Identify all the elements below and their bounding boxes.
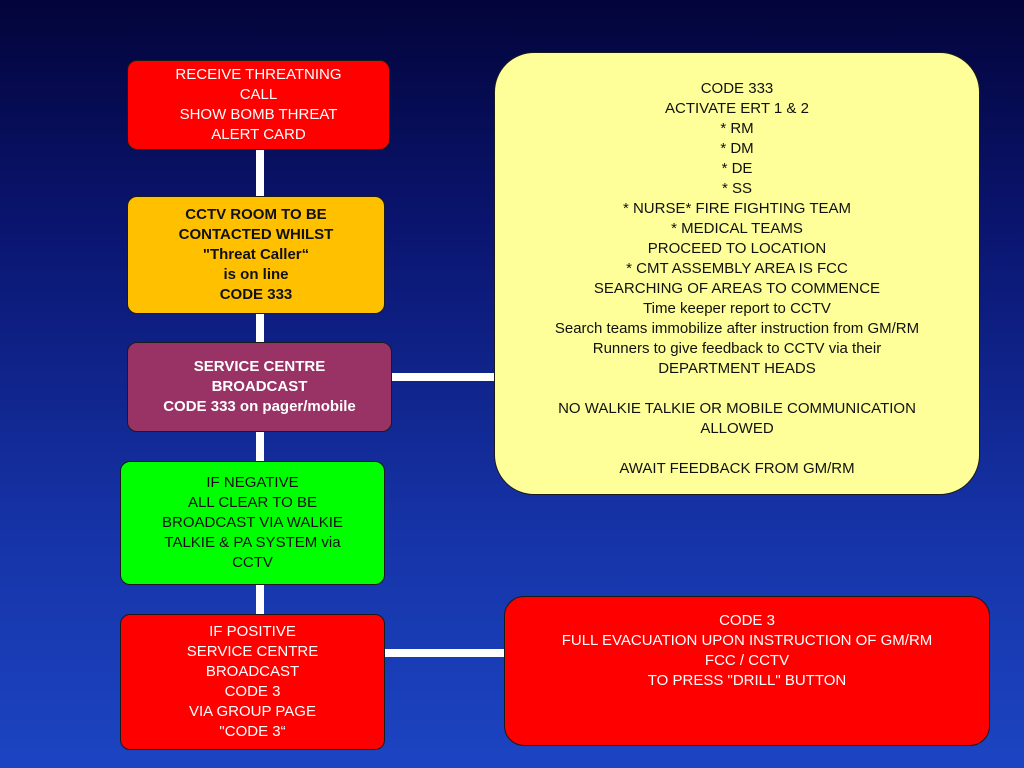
if-negative-text: IF NEGATIVE ALL CLEAR TO BE BROADCAST VI… xyxy=(162,474,343,571)
code-333-panel: CODE 333 ACTIVATE ERT 1 & 2 * RM * DM * … xyxy=(494,52,980,495)
service-centre-box: SERVICE CENTRE BROADCAST CODE 333 on pag… xyxy=(127,342,392,432)
code-3-panel: CODE 3 FULL EVACUATION UPON INSTRUCTION … xyxy=(504,596,990,746)
receive-call-text: RECEIVE THREATNING CALL SHOW BOMB THREAT… xyxy=(175,66,342,143)
if-positive-text: IF POSITIVE SERVICE CENTRE BROADCAST COD… xyxy=(186,623,319,740)
connector-service-to-negative xyxy=(256,432,264,461)
code-333-text: CODE 333 ACTIVATE ERT 1 & 2 * RM * DM * … xyxy=(554,80,920,477)
if-positive-box: IF POSITIVE SERVICE CENTRE BROADCAST COD… xyxy=(120,614,385,750)
connector-receive-to-cctv xyxy=(256,150,264,196)
connector-negative-to-positive xyxy=(256,585,264,614)
connector-cctv-to-service xyxy=(256,314,264,342)
connector-service-to-code333 xyxy=(392,373,494,381)
cctv-room-box: CCTV ROOM TO BE CONTACTED WHILST "Threat… xyxy=(127,196,385,314)
connector-positive-to-code3 xyxy=(385,649,504,657)
code-3-text: CODE 3 FULL EVACUATION UPON INSTRUCTION … xyxy=(561,612,933,689)
service-centre-text: SERVICE CENTRE BROADCAST CODE 333 on pag… xyxy=(163,358,356,415)
cctv-room-text: CCTV ROOM TO BE CONTACTED WHILST "Threat… xyxy=(178,206,334,303)
receive-call-box: RECEIVE THREATNING CALL SHOW BOMB THREAT… xyxy=(127,60,390,150)
if-negative-box: IF NEGATIVE ALL CLEAR TO BE BROADCAST VI… xyxy=(120,461,385,585)
